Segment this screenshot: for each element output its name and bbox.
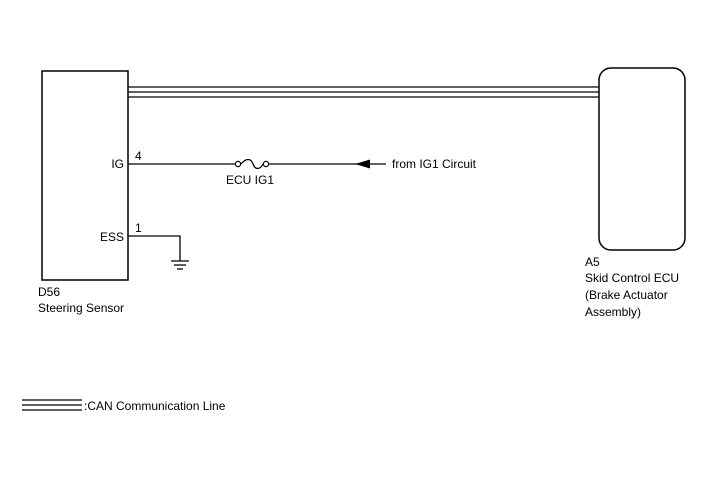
skid-control-ecu-name-line-1: Skid Control ECU (585, 271, 679, 285)
steering-sensor-box (41, 70, 129, 281)
skid-control-ecu-box (598, 67, 686, 251)
fuse-icon (234, 158, 270, 170)
ground-icon (171, 260, 189, 270)
ess-pin-label: ESS (100, 230, 124, 244)
ig-pin-number: 4 (135, 149, 142, 163)
skid-control-ecu-code: A5 (585, 255, 600, 269)
skid-control-ecu-name-line-3: Assembly) (585, 305, 641, 319)
ig-pin-label: IG (111, 157, 124, 171)
skid-control-ecu-name-line-2: (Brake Actuator (585, 288, 668, 302)
legend-label: :CAN Communication Line (84, 399, 226, 413)
fuse-label: ECU IG1 (226, 173, 274, 187)
arrow-left-icon (355, 159, 370, 169)
source-label: from IG1 Circuit (392, 157, 477, 171)
ess-pin-number: 1 (135, 221, 142, 235)
steering-sensor-name: Steering Sensor (38, 301, 124, 315)
steering-sensor-code: D56 (38, 285, 60, 299)
ess-ground-wire (128, 235, 181, 261)
legend-can-line-icon (22, 399, 82, 411)
can-communication-line (128, 86, 599, 98)
